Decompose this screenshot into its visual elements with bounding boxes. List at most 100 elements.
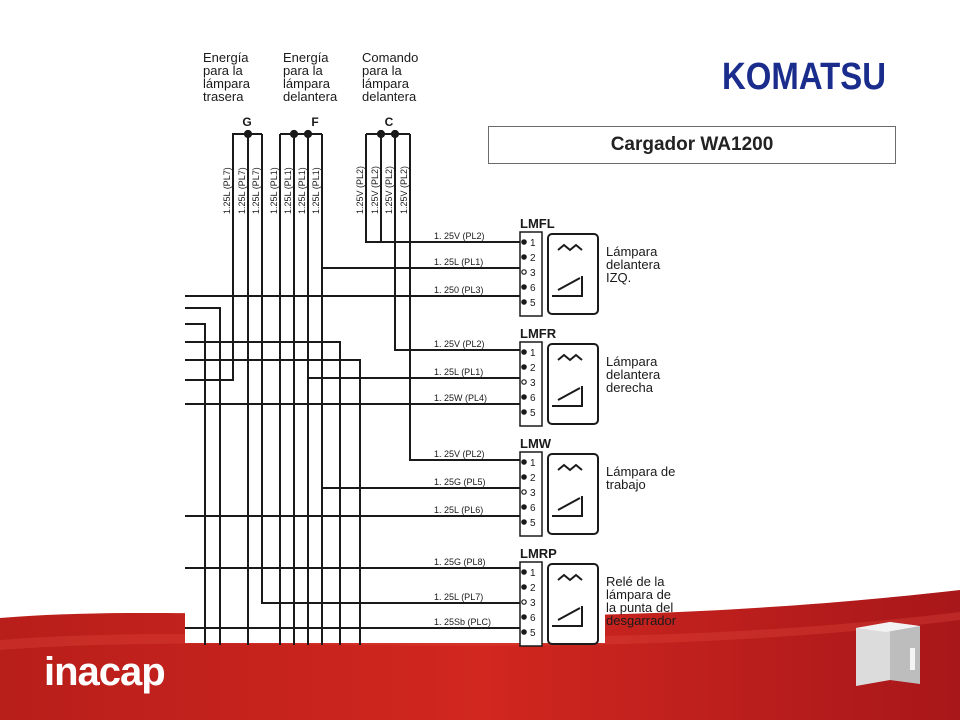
source-label-C-1: para la xyxy=(362,63,403,78)
wire-g-2 xyxy=(261,134,520,604)
source-wire-label-F-0: 1.25L (PL1) xyxy=(269,167,279,214)
relay-pin-label-LMW-2: 2 xyxy=(530,473,536,484)
relay-pin-LMFL-1 xyxy=(521,239,527,245)
relay-name-LMW: LMW xyxy=(520,436,552,451)
relay-desc-LMFR-0: Lámpara xyxy=(606,354,658,369)
relay-pin-label-LMW-3: 3 xyxy=(530,488,536,499)
relay-name-LMFR: LMFR xyxy=(520,326,557,341)
relay-desc-LMFL-2: IZQ. xyxy=(606,270,631,285)
relay-wire-label-LMFL-0: 1. 25V (PL2) xyxy=(434,231,485,241)
relay-switch-icon-LMFL xyxy=(552,276,583,297)
relay-pin-LMW-1 xyxy=(521,459,527,465)
relay-desc-LMW-0: Lámpara de xyxy=(606,464,675,479)
relay-desc-LMFL-0: Lámpara xyxy=(606,244,658,259)
inacap-logo: inacap xyxy=(44,650,166,694)
relay-terminal-block-LMFR xyxy=(519,341,543,427)
source-label-G-0: Energía xyxy=(203,50,249,65)
relay-pin-LMRP-5 xyxy=(521,629,527,635)
relay-desc-LMRP-0: Relé de la xyxy=(606,574,665,589)
relay-name-LMFL: LMFL xyxy=(520,216,555,231)
relay-pin-label-LMFR-1: 1 xyxy=(530,348,536,359)
relay-wire-label-LMRP-1: 1. 25L (PL7) xyxy=(434,592,483,602)
wire-c-2 xyxy=(394,134,520,351)
page-title: Cargador WA1200 xyxy=(610,134,774,155)
relay-pin-label-LMFR-5: 5 xyxy=(530,408,536,419)
relay-pin-LMFL-5 xyxy=(521,299,527,305)
source-wire-label-G-0: 1.25L (PL7) xyxy=(222,167,232,214)
relay-body-LMFL xyxy=(547,233,599,315)
source-wire-label-F-1: 1.25L (PL1) xyxy=(283,167,293,214)
relay-terminal-block-LMRP xyxy=(519,561,543,647)
source-label-F-1: para la xyxy=(283,63,324,78)
relay-wire-label-LMRP-2: 1. 25Sb (PLC) xyxy=(434,617,491,627)
relay-pin-label-LMFL-5: 5 xyxy=(530,298,536,309)
source-letter-C: C xyxy=(385,115,394,129)
source-letter-F: F xyxy=(311,115,318,129)
relay-wire-label-LMFL-2: 1. 250 (PL3) xyxy=(434,285,484,295)
relay-body-LMRP xyxy=(547,563,599,645)
relay-terminal-block-LMW xyxy=(519,451,543,537)
wire-g-0 xyxy=(185,134,234,381)
source-wire-label-G-2: 1.25L (PL7) xyxy=(251,167,261,214)
node-c1 xyxy=(376,129,386,139)
relay-switch-icon-LMW xyxy=(552,496,583,517)
relay-body-LMFR xyxy=(547,343,599,425)
relay-pin-label-LMRP-2: 2 xyxy=(530,583,536,594)
relay-name-LMRP: LMRP xyxy=(520,546,557,561)
relay-pin-label-LMW-1: 1 xyxy=(530,458,536,469)
source-label-F-3: delantera xyxy=(283,89,338,104)
relay-pin-LMFL-2 xyxy=(521,254,527,260)
relay-pin-label-LMW-6: 6 xyxy=(530,503,536,514)
wire-left-a xyxy=(185,307,221,645)
relay-pin-label-LMFL-3: 3 xyxy=(530,268,536,279)
relay-pin-label-LMRP-6: 6 xyxy=(530,613,536,624)
relay-pin-label-LMFL-2: 2 xyxy=(530,253,536,264)
wire-left-d xyxy=(185,359,361,645)
relay-pin-LMFR-2 xyxy=(521,364,527,370)
relay-pin-LMW-3 xyxy=(521,489,527,495)
source-wire-label-F-2: 1.25L (PL1) xyxy=(297,167,307,214)
cube-decoration-icon xyxy=(856,622,920,686)
relay-pin-LMFL-6 xyxy=(521,284,527,290)
relay-wire-label-LMFR-2: 1. 25W (PL4) xyxy=(434,393,487,403)
source-label-G-1: para la xyxy=(203,63,244,78)
node-c2 xyxy=(390,129,400,139)
relay-pin-LMFL-3 xyxy=(521,269,527,275)
relay-body-LMW xyxy=(547,453,599,535)
relay-wire-label-LMFR-0: 1. 25V (PL2) xyxy=(434,339,485,349)
relay-coil-icon-LMRP xyxy=(557,573,583,582)
title-box: Cargador WA1200 xyxy=(488,126,896,164)
node-g xyxy=(243,129,253,139)
relay-pin-LMRP-2 xyxy=(521,584,527,590)
relay-pin-label-LMRP-5: 5 xyxy=(530,628,536,639)
relay-desc-LMFR-2: derecha xyxy=(606,380,654,395)
relay-switch-icon-LMFR xyxy=(552,386,583,407)
relay-pin-LMRP-6 xyxy=(521,614,527,620)
relay-pin-label-LMFR-2: 2 xyxy=(530,363,536,374)
relay-wire-label-LMW-1: 1. 25G (PL5) xyxy=(434,477,486,487)
relay-pin-label-LMW-5: 5 xyxy=(530,518,536,529)
relay-pin-LMW-6 xyxy=(521,504,527,510)
relay-coil-icon-LMFR xyxy=(557,353,583,362)
source-label-F-0: Energía xyxy=(283,50,329,65)
wire-left-c xyxy=(185,341,341,645)
relay-pin-LMRP-3 xyxy=(521,599,527,605)
relay-desc-LMRP-1: lámpara de xyxy=(606,587,671,602)
relay-pin-label-LMRP-1: 1 xyxy=(530,568,536,579)
source-wire-label-G-1: 1.25L (PL7) xyxy=(237,167,247,214)
relay-pin-LMFR-3 xyxy=(521,379,527,385)
relay-pin-LMW-2 xyxy=(521,474,527,480)
source-wire-label-C-3: 1.25V (PL2) xyxy=(399,166,409,214)
source-label-C-2: lámpara xyxy=(362,76,410,91)
relay-desc-LMRP-2: la punta del xyxy=(606,600,673,615)
source-wire-label-C-0: 1.25V (PL2) xyxy=(355,166,365,214)
relay-pin-label-LMRP-3: 3 xyxy=(530,598,536,609)
relay-pin-LMRP-1 xyxy=(521,569,527,575)
relay-terminal-block-LMFL xyxy=(519,231,543,317)
relay-pin-LMFR-6 xyxy=(521,394,527,400)
wire-left-b xyxy=(185,323,206,645)
relay-wire-label-LMW-2: 1. 25L (PL6) xyxy=(434,505,483,515)
source-label-F-2: lámpara xyxy=(283,76,331,91)
